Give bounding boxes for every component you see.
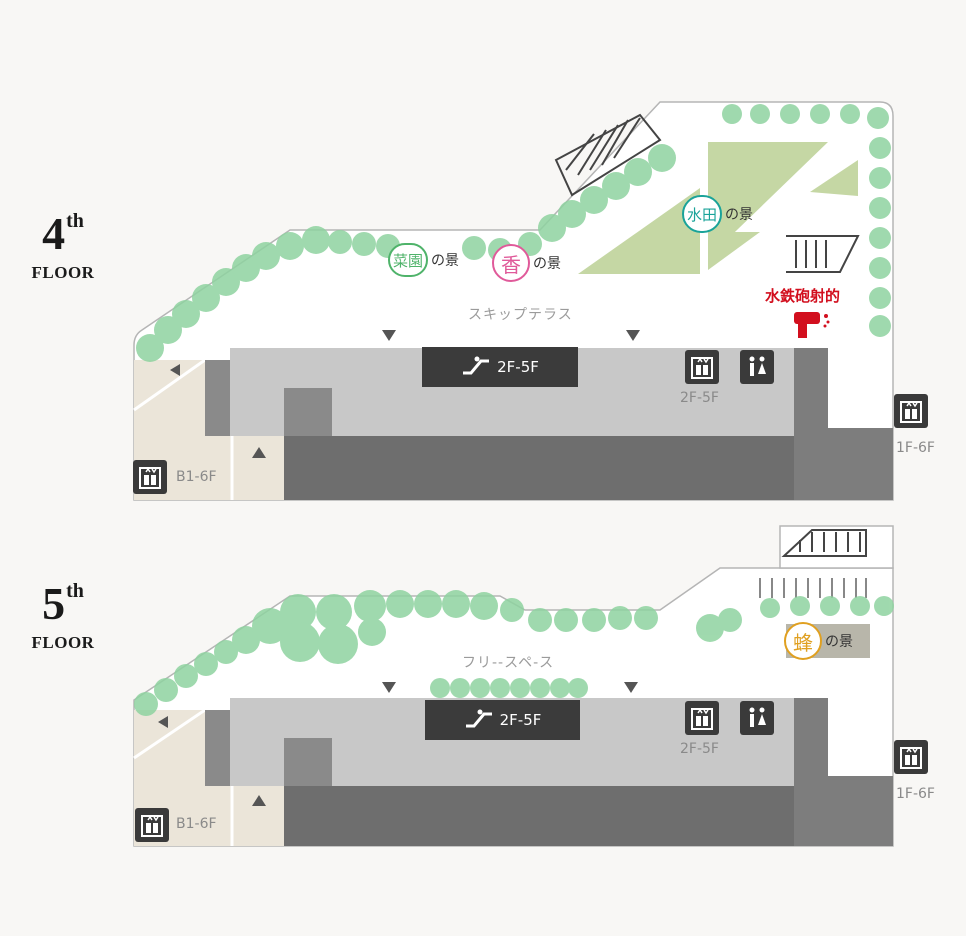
elevator-icon bbox=[685, 701, 719, 735]
area-label: フリ--スペ-ス bbox=[462, 655, 555, 671]
rice-fields bbox=[578, 142, 858, 274]
elevator-center-label: 2F-5F bbox=[680, 390, 719, 406]
spot-badge: 香 bbox=[492, 244, 530, 282]
spot-badge: 蜂 bbox=[784, 622, 822, 660]
spot-suffix: の景 bbox=[533, 256, 561, 272]
building-mid bbox=[205, 710, 230, 786]
spot-suffix: の景 bbox=[431, 253, 459, 269]
elevator-icon bbox=[685, 350, 719, 384]
floor-title-4: 4th FLOOR bbox=[22, 198, 104, 283]
elevator-left-label: B1-6F bbox=[176, 816, 217, 832]
escalator-icon bbox=[464, 708, 494, 732]
arrow-left bbox=[158, 716, 168, 728]
railing bbox=[759, 578, 867, 598]
building-dark bbox=[284, 436, 794, 500]
building-mid bbox=[205, 360, 230, 436]
floor-number: 4 bbox=[42, 208, 66, 259]
building-mid bbox=[284, 738, 332, 786]
arrow-left bbox=[170, 364, 180, 376]
railing bbox=[786, 235, 860, 273]
building-right-dark bbox=[828, 428, 893, 500]
spot-badge: 水田 bbox=[682, 195, 722, 233]
spot-rice-paddy: 水田 の景 bbox=[682, 195, 753, 233]
floor-5-map bbox=[133, 525, 894, 847]
elevator-right-label: 1F-6F bbox=[896, 440, 935, 456]
floor-suffix: th bbox=[66, 210, 84, 232]
tree-row bbox=[134, 590, 894, 716]
stairs bbox=[781, 529, 867, 557]
floor-word: FLOOR bbox=[31, 633, 95, 652]
arrow-down bbox=[624, 682, 638, 693]
floor-word: FLOOR bbox=[31, 263, 95, 282]
escalator-label: 2F-5F bbox=[499, 711, 542, 729]
spot-vegetable-garden: 菜園 の景 bbox=[388, 243, 459, 277]
spot-suffix: の景 bbox=[725, 207, 753, 223]
escalator-label: 2F-5F bbox=[497, 358, 539, 376]
arrow-down bbox=[382, 330, 396, 341]
building-right-dark bbox=[828, 776, 893, 846]
floor-4-map bbox=[133, 101, 894, 501]
arrow-up bbox=[252, 795, 266, 806]
area-label: スキップテラス bbox=[468, 307, 573, 323]
spot-suffix: の景 bbox=[825, 634, 853, 650]
floor-suffix: th bbox=[66, 580, 84, 602]
floor-title-5: 5th FLOOR bbox=[22, 568, 104, 653]
spot-fragrance: 香 の景 bbox=[492, 244, 561, 282]
escalator-icon bbox=[461, 355, 491, 379]
elevator-icon bbox=[894, 394, 928, 428]
elevator-icon bbox=[894, 740, 928, 774]
elevator-left-label: B1-6F bbox=[176, 469, 217, 485]
stairs bbox=[554, 113, 662, 197]
spot-badge: 菜園 bbox=[388, 243, 428, 277]
building-right bbox=[794, 698, 828, 846]
building-dark bbox=[284, 786, 794, 846]
arrow-down bbox=[626, 330, 640, 341]
arrow-down bbox=[382, 682, 396, 693]
restroom-icon bbox=[740, 701, 774, 735]
elevator-right-label: 1F-6F bbox=[896, 786, 935, 802]
building-right bbox=[794, 348, 828, 500]
floor-number: 5 bbox=[42, 578, 66, 629]
attraction-label: 水鉄砲射的 bbox=[765, 287, 841, 305]
restroom-icon bbox=[740, 350, 774, 384]
building-mid bbox=[284, 388, 332, 436]
spot-bee: 蜂 の景 bbox=[784, 622, 853, 660]
escalator-sign: 2F-5F bbox=[425, 700, 580, 740]
elevator-center-label: 2F-5F bbox=[680, 741, 719, 757]
elevator-icon bbox=[133, 460, 167, 494]
escalator-sign: 2F-5F bbox=[422, 347, 578, 387]
elevator-icon bbox=[135, 808, 169, 842]
water-gun-icon bbox=[792, 308, 832, 346]
arrow-up bbox=[252, 447, 266, 458]
